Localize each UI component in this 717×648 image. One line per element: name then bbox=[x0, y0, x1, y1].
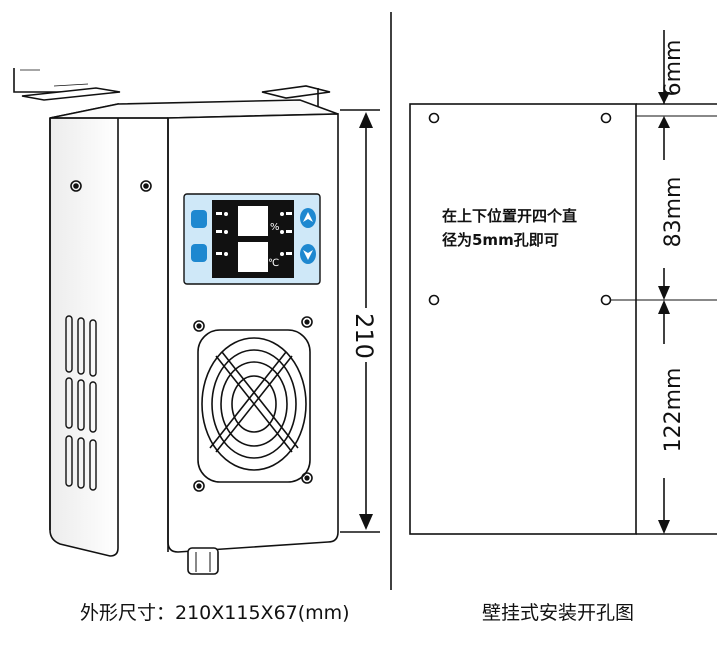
temperature-digits bbox=[238, 242, 268, 272]
fan-ring-outer bbox=[201, 337, 307, 471]
mount-hole-top-right bbox=[600, 112, 612, 124]
percent-unit: % bbox=[270, 222, 280, 233]
cable-gland bbox=[187, 547, 219, 575]
right-caption: 壁挂式安装开孔图 bbox=[482, 602, 635, 624]
device-drawing bbox=[13, 68, 339, 575]
down-button[interactable] bbox=[300, 244, 316, 264]
side-screw-left bbox=[70, 180, 82, 192]
left-caption: 外形尺寸：210X115X67(mm) bbox=[80, 602, 350, 624]
set-button[interactable] bbox=[191, 244, 207, 262]
chevron-down-icon bbox=[303, 250, 313, 260]
fan-grille bbox=[193, 316, 313, 492]
mount-hole-bottom-left bbox=[428, 294, 440, 306]
side-vents bbox=[65, 315, 97, 491]
mount-hole-bottom-right bbox=[600, 294, 612, 306]
chevron-up-icon bbox=[303, 212, 313, 222]
template-outline bbox=[409, 103, 637, 535]
height-dimension-line bbox=[340, 109, 380, 533]
mount-hole-top-left bbox=[428, 112, 440, 124]
control-panel: % ℃ bbox=[183, 193, 321, 285]
mounting-dimension-chain bbox=[658, 30, 670, 534]
dimension-label-top: 6mm bbox=[661, 40, 686, 97]
top-left-bracket bbox=[13, 68, 121, 101]
celsius-unit: ℃ bbox=[268, 258, 279, 269]
instruction-note-line1: 在上下位置开四个直 bbox=[442, 207, 578, 225]
up-button[interactable] bbox=[300, 208, 316, 228]
dimension-label-bottom: 122mm bbox=[661, 368, 686, 453]
height-dimension-label: 210 bbox=[350, 313, 378, 359]
humidity-digits bbox=[238, 206, 268, 236]
instruction-note-line2: 径为5mm孔即可 bbox=[442, 231, 559, 249]
mode-button[interactable] bbox=[191, 210, 207, 228]
fan-hub bbox=[231, 375, 277, 433]
dimension-label-middle: 83mm bbox=[661, 177, 686, 248]
side-screw-right bbox=[140, 180, 152, 192]
indicator-leds bbox=[216, 212, 292, 256]
mounting-template bbox=[409, 103, 717, 535]
